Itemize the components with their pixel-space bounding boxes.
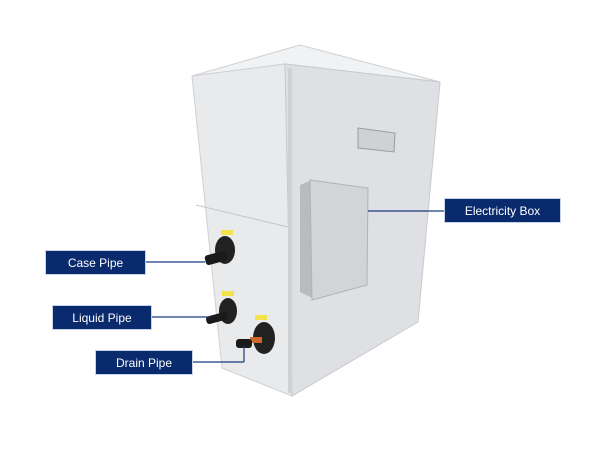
drain-pipe-label: Drain Pipe — [95, 350, 193, 375]
electricity-box-label: Electricity Box — [444, 198, 561, 223]
leader-lines — [146, 210, 444, 363]
warning-sticker — [222, 291, 234, 296]
panel-seam — [195, 204, 293, 229]
drain-pipe — [236, 339, 252, 348]
warning-sticker — [221, 230, 233, 235]
electricity-box-side — [300, 180, 312, 298]
warning-sticker — [255, 315, 267, 320]
case-pipe-label: Case Pipe — [45, 250, 146, 275]
liquid-pipe — [206, 311, 228, 325]
electricity-box — [309, 179, 369, 301]
liquid-pipe-label: Liquid Pipe — [52, 305, 152, 330]
drain-pipe-port — [253, 322, 275, 354]
case-pipe — [204, 250, 228, 266]
handle — [357, 127, 396, 153]
drain-pipe-copper — [250, 337, 262, 343]
front-edge — [288, 68, 292, 393]
